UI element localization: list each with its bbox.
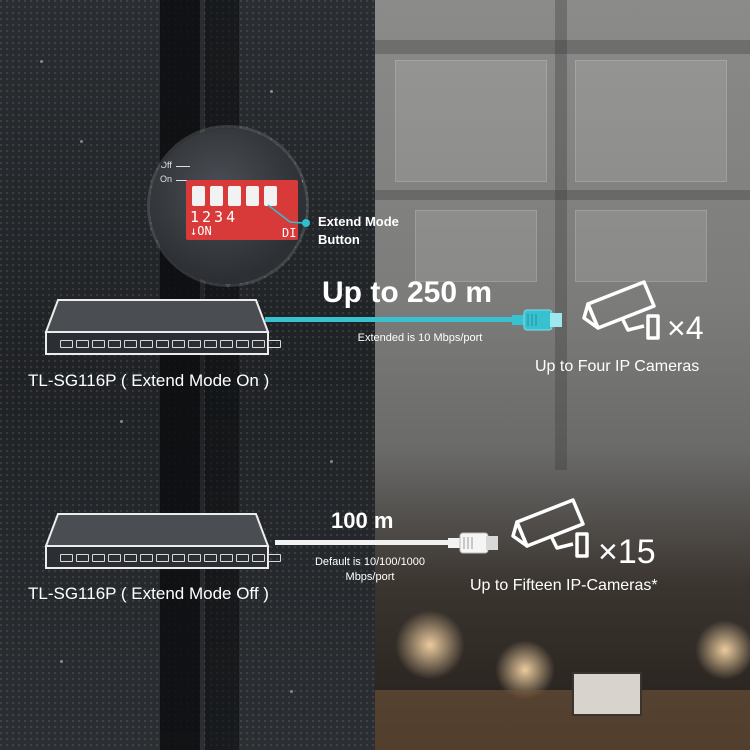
callout-line-1: Extend Mode (318, 214, 399, 229)
callout-dot (302, 219, 310, 227)
ip-camera-icon (582, 280, 660, 340)
rack-led (120, 420, 123, 423)
dip-switch-inset: Off On 1234 ↓ON DI (150, 128, 306, 284)
rack-led (60, 660, 63, 663)
ceiling-skylight (575, 210, 707, 282)
camera-label-extend-off: Up to Fifteen IP-Cameras* (470, 577, 658, 594)
dip-toggle (228, 186, 241, 206)
server-rack-background (0, 0, 375, 750)
dip-switch-icon: 1234 ↓ON DI (186, 180, 298, 240)
ceiling-beam (555, 0, 567, 470)
lobby-light (395, 610, 465, 680)
dip-di-text: DI (282, 226, 297, 240)
ceiling-skylight (415, 210, 537, 282)
extend-mode-callout: Extend Mode Button (318, 213, 399, 249)
default-speed-note-line-1: Default is 10/100/1000 (314, 556, 426, 568)
callout-line (267, 204, 304, 224)
dip-on-text: ↓ON (190, 224, 212, 238)
camera-label-extend-on: Up to Four IP Cameras (535, 358, 700, 375)
extended-cable (265, 317, 517, 322)
dip-toggle (210, 186, 223, 206)
wall-picture (572, 672, 642, 716)
camera-count-extend-off: ×15 (598, 533, 656, 571)
ethernet-connector-icon (512, 309, 562, 331)
dip-off-label: Off (160, 160, 172, 170)
ip-camera-icon (511, 498, 589, 558)
rack-rail (205, 0, 239, 750)
rack-led (270, 90, 273, 93)
dip-on-tick (176, 180, 190, 181)
rack-led (80, 140, 83, 143)
extended-distance: Up to 250 m (322, 276, 493, 309)
extended-speed-note: Extended is 10 Mbps/port (357, 332, 483, 344)
rack-led (290, 690, 293, 693)
switch-ports (60, 340, 281, 348)
switch-ports (60, 554, 281, 562)
model-label-extend-off: TL-SG116P ( Extend Mode Off ) (28, 584, 269, 603)
model-label-extend-on: TL-SG116P ( Extend Mode On ) (28, 371, 270, 390)
dip-off-tick (176, 166, 190, 167)
switch-outline (44, 299, 270, 355)
office-background (375, 0, 750, 750)
dip-on-label: On (160, 174, 173, 184)
lobby-light (695, 620, 750, 680)
default-cable (275, 540, 455, 545)
ceiling-skylight (395, 60, 547, 182)
camera-count-extend-on: ×4 (667, 310, 704, 346)
rack-led (330, 460, 333, 463)
default-distance: 100 m (331, 508, 394, 533)
default-speed-note-line-2: Mbps/port (345, 571, 395, 583)
default-speed-note: Default is 10/100/1000 Mbps/port (296, 555, 444, 585)
callout-line-2: Button (318, 232, 360, 247)
rack-led (40, 60, 43, 63)
dip-toggle (192, 186, 205, 206)
ceiling-beam (375, 190, 750, 200)
dip-digits: 1234 (190, 208, 239, 226)
ceiling-skylight (575, 60, 727, 182)
ceiling-beam (375, 40, 750, 54)
lobby-counter (375, 690, 750, 750)
rack-rail (160, 0, 200, 750)
ethernet-connector-icon (448, 532, 498, 554)
dip-toggle (264, 186, 277, 206)
switch-outline (44, 513, 270, 569)
dip-toggle (246, 186, 259, 206)
